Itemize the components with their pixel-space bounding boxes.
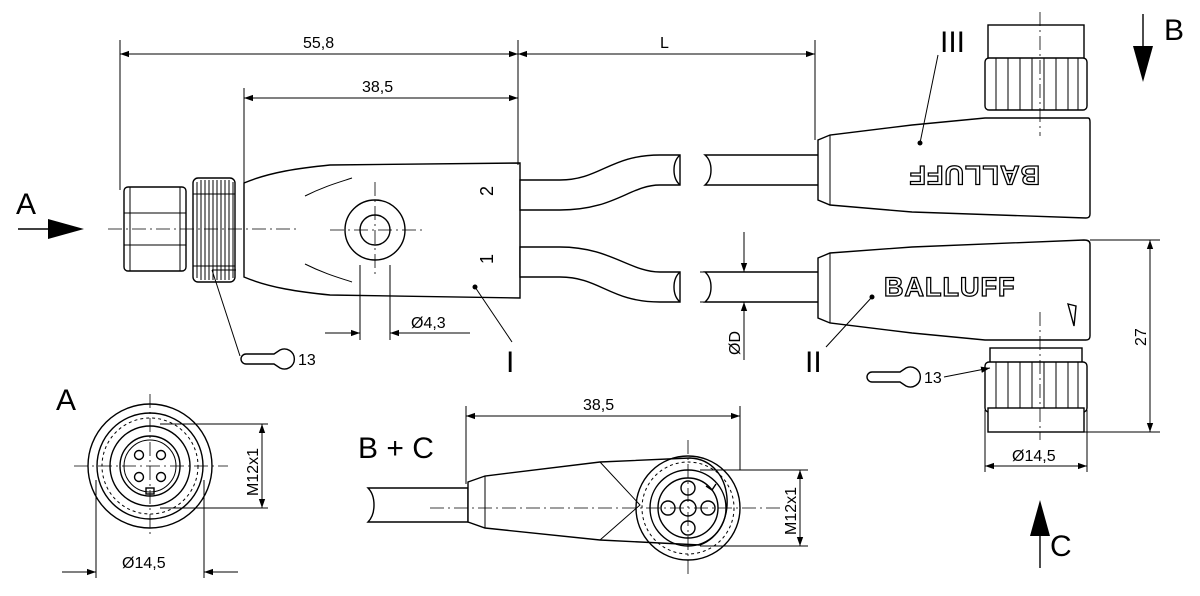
leader-dot-part-i [472,284,478,290]
part-label-i: I [506,346,514,379]
dimension-l [518,40,816,140]
view-arrow-c [1030,500,1050,568]
dimension-view-bc-thread [700,469,808,547]
view-bc-connector [366,440,780,578]
view-arrow-b-label: B [1164,14,1184,47]
view-arrow-a-label: A [16,188,36,221]
dimension-view-a-thread [160,423,268,509]
view-arrow-c-label: C [1050,530,1072,563]
dimension-38-5-top [243,88,518,183]
splitter-part-i [108,154,681,303]
brand-label-lower: BALLUFF [884,272,1015,302]
part-label-iii: III [940,26,965,59]
dim-label-right-height: 27 [1133,328,1150,346]
dimension-14-5-right [984,410,1088,472]
view-bc-title: B + C [358,432,434,465]
leader-dot-part-ii [869,294,875,300]
dimension-27 [1084,239,1160,433]
dim-label-cable-length: L [660,35,669,52]
wrench-size-left: 13 [298,352,316,369]
leader-part-i [474,286,513,343]
dimension-view-a-diameter [62,480,238,578]
dimension-view-bc-length [465,406,741,484]
connector-part-ii: BALLUFF [817,239,1091,440]
dim-label-hole-diameter: Ø4,3 [411,315,446,332]
part-label-ii: II [805,346,822,379]
dim-label-view-bc-length: 38,5 [583,397,614,414]
leader-part-iii [919,54,939,144]
dim-label-view-a-thread: M12x1 [245,448,262,496]
wrench-icon-right [866,366,991,388]
view-a-title: A [56,384,76,417]
dimension-cable-d [700,232,752,360]
pin-label-1: 1 [477,254,497,264]
cable-segments [703,154,821,303]
dim-label-right-diameter: Ø14,5 [1012,448,1056,465]
dimension-hole [325,265,470,340]
leader-dot-part-iii [917,140,923,146]
dimension-55-8 [119,40,519,190]
pin-label-2: 2 [477,186,497,196]
dim-label-total-length: 55,8 [303,35,334,52]
view-arrow-b [1133,14,1153,82]
brand-label-upper: BALLUFF [909,160,1040,190]
view-arrow-a [18,219,84,239]
connector-part-iii: BALLUFF [817,12,1091,219]
dim-label-body-length: 38,5 [362,79,393,96]
wrench-icon-left [211,269,296,370]
wrench-size-right: 13 [924,370,942,387]
dim-label-view-bc-thread: M12x1 [783,487,800,535]
dim-label-cable-diameter: ØD [727,331,744,355]
dim-label-view-a-diameter: Ø14,5 [122,555,166,572]
view-a-connector-face [74,394,228,538]
leader-part-ii [825,296,873,348]
